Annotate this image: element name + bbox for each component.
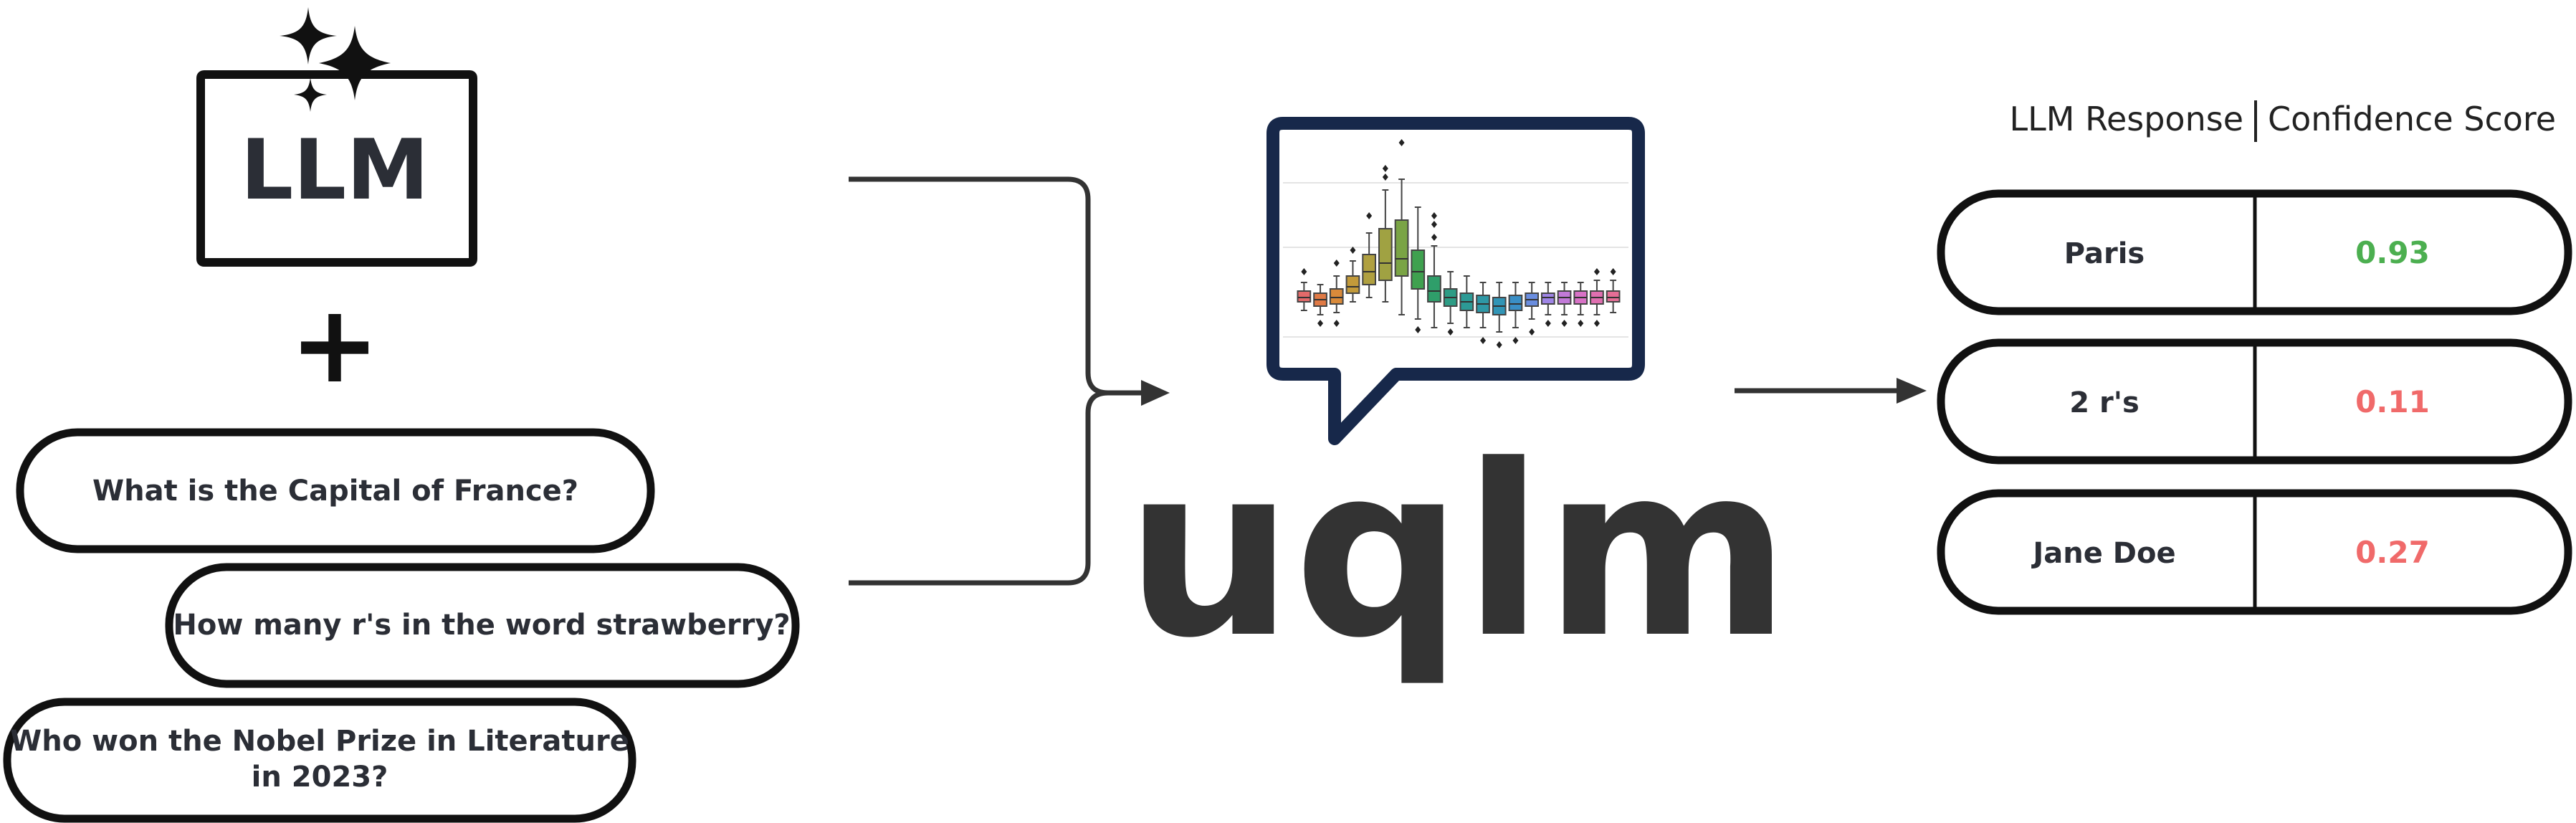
box bbox=[1540, 292, 1555, 305]
header-llm-response: LLM Response bbox=[2010, 100, 2244, 138]
box-outlier bbox=[1480, 337, 1487, 344]
box-outlier bbox=[1529, 328, 1535, 336]
prompt-2: How many r's in the word strawberry? bbox=[165, 563, 800, 688]
result-row: 2 r's 0.11 bbox=[1937, 338, 2572, 465]
prompt-box bbox=[3, 698, 636, 823]
box bbox=[1378, 228, 1393, 281]
box-outlier bbox=[1496, 341, 1502, 348]
prompt-text-line-1: Who won the Nobel Prize in Literature bbox=[10, 725, 629, 758]
prompt-box bbox=[165, 563, 800, 688]
confidence-score: 0.11 bbox=[2355, 384, 2430, 419]
speech-bubble bbox=[1266, 117, 1645, 445]
brace-connector bbox=[849, 176, 1147, 586]
box bbox=[1345, 275, 1360, 294]
box bbox=[1427, 275, 1441, 303]
box bbox=[1508, 295, 1523, 311]
box bbox=[1394, 219, 1409, 277]
box-outlier bbox=[1366, 212, 1373, 219]
response-text: Paris bbox=[2064, 237, 2145, 270]
box bbox=[1297, 290, 1312, 303]
prompt-1: What is the Capital of France? bbox=[16, 428, 655, 553]
box bbox=[1411, 249, 1426, 290]
prompt-text-line-2: in 2023? bbox=[252, 761, 388, 794]
prompt-box bbox=[16, 428, 655, 553]
boxplot-chart bbox=[1283, 139, 1628, 348]
prompt-text: How many r's in the word strawberry? bbox=[173, 609, 790, 642]
box-outlier bbox=[1561, 320, 1568, 327]
box-outlier bbox=[1578, 320, 1584, 327]
box-outlier bbox=[1447, 328, 1454, 336]
box-outlier bbox=[1382, 165, 1388, 172]
arrow-right-icon bbox=[1897, 378, 1927, 404]
box bbox=[1329, 288, 1344, 305]
result-row: Paris 0.93 bbox=[1937, 189, 2572, 315]
box-outlier bbox=[1382, 173, 1388, 181]
response-text: 2 r's bbox=[2069, 386, 2139, 419]
box-outlier bbox=[1333, 320, 1340, 327]
prompt-text: What is the Capital of France? bbox=[92, 475, 578, 508]
llm-frame bbox=[196, 70, 477, 267]
box-outlier bbox=[1350, 247, 1356, 254]
sparkle-tiny-icon bbox=[294, 77, 327, 112]
box-outlier bbox=[1431, 212, 1437, 219]
box-outlier bbox=[1593, 268, 1600, 275]
box-outlier bbox=[1593, 320, 1600, 327]
prompt-3: Who won the Nobel Prize in Literature in… bbox=[3, 698, 636, 823]
box-outlier bbox=[1431, 221, 1437, 228]
uqlm-logo-text: uqlm bbox=[1125, 414, 1790, 690]
box-outlier bbox=[1317, 320, 1324, 327]
box-outlier bbox=[1333, 260, 1340, 267]
confidence-score: 0.93 bbox=[2355, 235, 2430, 270]
llm-icon: LLM bbox=[196, 7, 477, 267]
box-outlier bbox=[1301, 268, 1307, 275]
response-text: Jane Doe bbox=[2031, 537, 2175, 570]
box-outlier bbox=[1415, 326, 1421, 333]
box-outlier bbox=[1610, 268, 1616, 275]
arrow-right-icon bbox=[1141, 380, 1170, 406]
box-outlier bbox=[1512, 337, 1519, 344]
uqlm-logo: uqlm bbox=[1125, 117, 1790, 690]
confidence-score: 0.27 bbox=[2355, 535, 2430, 570]
llm-label: LLM bbox=[240, 122, 429, 219]
box bbox=[1362, 254, 1377, 285]
sparkle-large-icon bbox=[319, 26, 391, 100]
results-header: LLM Response Confidence Score bbox=[2010, 100, 2556, 142]
box bbox=[1606, 290, 1621, 303]
box-outlier bbox=[1431, 234, 1437, 241]
sparkle-small-icon bbox=[280, 7, 337, 65]
result-row: Jane Doe 0.27 bbox=[1937, 489, 2572, 615]
plus-sign: + bbox=[290, 282, 380, 407]
box-outlier bbox=[1398, 139, 1405, 146]
box-outlier bbox=[1545, 320, 1551, 327]
header-confidence-score: Confidence Score bbox=[2268, 100, 2556, 138]
